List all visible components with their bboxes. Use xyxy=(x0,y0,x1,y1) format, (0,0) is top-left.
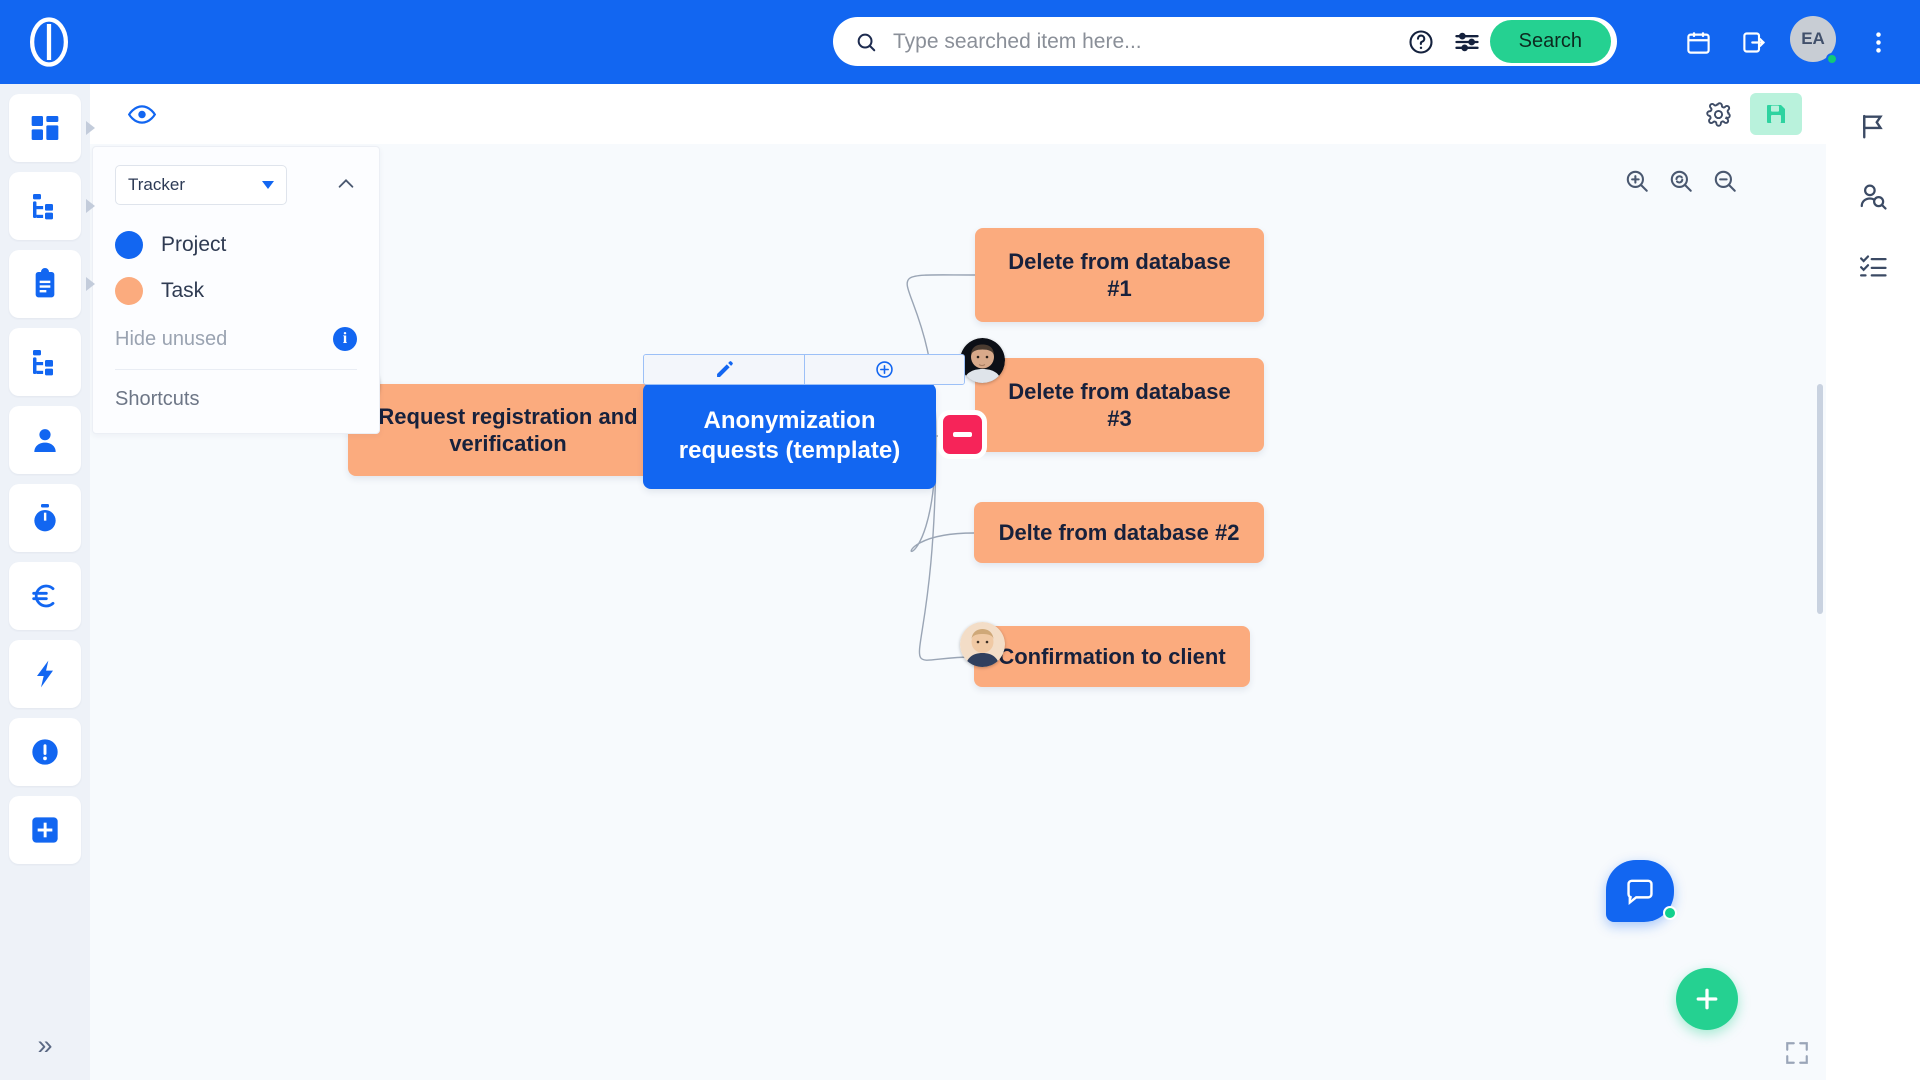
flag-icon[interactable] xyxy=(1845,98,1901,154)
zoom-in-icon[interactable] xyxy=(1624,168,1650,194)
minus-icon xyxy=(953,432,972,437)
divider xyxy=(115,369,357,370)
question-circle-icon[interactable] xyxy=(1407,28,1435,56)
node-toolbar xyxy=(643,354,965,385)
global-search-bar: Search xyxy=(833,17,1617,66)
diagram-node-task[interactable]: Request registration and verification xyxy=(348,384,668,476)
chevron-up-icon[interactable] xyxy=(335,173,357,195)
member-avatar[interactable] xyxy=(960,338,1005,383)
fullscreen-icon[interactable] xyxy=(1784,1040,1810,1066)
diagram-node-task[interactable]: Confirmation to client xyxy=(974,626,1250,687)
diagram-canvas[interactable]: Tracker Project Task Hide unused i xyxy=(90,144,1826,1080)
checklist-icon[interactable] xyxy=(1845,238,1901,294)
legend-swatch xyxy=(115,231,143,259)
chevron-right-icon xyxy=(86,199,95,213)
legend-item-project[interactable]: Project xyxy=(115,231,357,259)
tracker-select[interactable]: Tracker xyxy=(115,165,287,205)
sidebar-item-time-tracking[interactable] xyxy=(9,484,81,552)
chevron-right-icon xyxy=(86,121,95,135)
sliders-icon[interactable] xyxy=(1453,28,1481,56)
legend-panel: Tracker Project Task Hide unused i xyxy=(92,146,380,434)
sidebar-item-projects[interactable] xyxy=(9,328,81,396)
add-fab-button[interactable] xyxy=(1676,968,1738,1030)
eye-icon[interactable] xyxy=(118,93,166,135)
chat-status-dot xyxy=(1663,906,1677,920)
save-disk-icon[interactable] xyxy=(1750,93,1802,135)
sidebar-item-structure[interactable] xyxy=(9,172,95,240)
hide-unused-label: Hide unused xyxy=(115,327,228,350)
canvas-toolbar-actions xyxy=(1696,92,1826,136)
search-input[interactable] xyxy=(877,19,1398,64)
zoom-reset-icon[interactable] xyxy=(1668,168,1694,194)
top-navigation-bar: Search EA xyxy=(0,0,1920,84)
chevron-right-icon xyxy=(86,277,95,291)
app-logo[interactable] xyxy=(22,15,76,69)
diagram-node-project[interactable]: Anonymization requests (template) xyxy=(643,383,936,489)
kebab-menu-icon[interactable] xyxy=(1852,16,1904,68)
canvas-toolbar xyxy=(90,84,1826,144)
avatar-initials: EA xyxy=(1790,16,1836,62)
legend-header: Tracker xyxy=(115,165,357,205)
sidebar-item-add[interactable] xyxy=(9,796,81,864)
sidebar-item-dashboard[interactable] xyxy=(9,94,95,162)
left-sidebar: » xyxy=(0,84,95,1080)
diagram-node-task[interactable]: Delete from database #3 xyxy=(975,358,1264,452)
legend-item-task[interactable]: Task xyxy=(115,277,357,305)
search-button[interactable]: Search xyxy=(1489,20,1611,63)
gear-icon[interactable] xyxy=(1696,92,1740,136)
diagram-node-task[interactable]: Delte from database #2 xyxy=(974,502,1264,563)
hide-unused-row[interactable]: Hide unused i xyxy=(115,323,357,369)
avatar-status-dot xyxy=(1826,53,1838,65)
tracker-select-value: Tracker xyxy=(128,175,185,194)
zoom-out-icon[interactable] xyxy=(1712,168,1738,194)
topbar-actions: EA xyxy=(1672,0,1904,84)
sidebar-item-contacts[interactable] xyxy=(9,406,81,474)
canvas-scrollbar[interactable] xyxy=(1817,384,1823,614)
sidebar-expand-button[interactable]: » xyxy=(37,1029,53,1060)
legend-swatch xyxy=(115,277,143,305)
edit-pencil-icon[interactable] xyxy=(644,355,804,384)
legend-entries: Project Task xyxy=(115,231,357,305)
user-search-icon[interactable] xyxy=(1845,168,1901,224)
sidebar-item-automations[interactable] xyxy=(9,640,81,708)
calendar-icon[interactable] xyxy=(1672,16,1724,68)
collapse-node-button[interactable] xyxy=(943,415,982,454)
search-icon xyxy=(855,31,877,53)
legend-label: Project xyxy=(161,233,227,256)
chat-bubble-icon[interactable] xyxy=(1606,860,1677,922)
sidebar-item-finance[interactable] xyxy=(9,562,81,630)
add-circle-icon[interactable] xyxy=(804,355,964,384)
avatar[interactable]: EA xyxy=(1790,16,1842,68)
logout-icon[interactable] xyxy=(1728,16,1780,68)
member-avatar[interactable] xyxy=(960,622,1005,667)
diagram-node-task[interactable]: Delete from database #1 xyxy=(975,228,1264,322)
sidebar-item-alerts[interactable] xyxy=(9,718,81,786)
legend-label: Task xyxy=(161,279,205,302)
info-icon[interactable]: i xyxy=(333,327,357,351)
right-sidebar xyxy=(1817,84,1920,1080)
chevron-down-icon xyxy=(262,181,274,189)
sidebar-item-tasks[interactable] xyxy=(9,250,95,318)
shortcuts-link[interactable]: Shortcuts xyxy=(115,388,200,410)
zoom-controls xyxy=(1624,168,1738,194)
